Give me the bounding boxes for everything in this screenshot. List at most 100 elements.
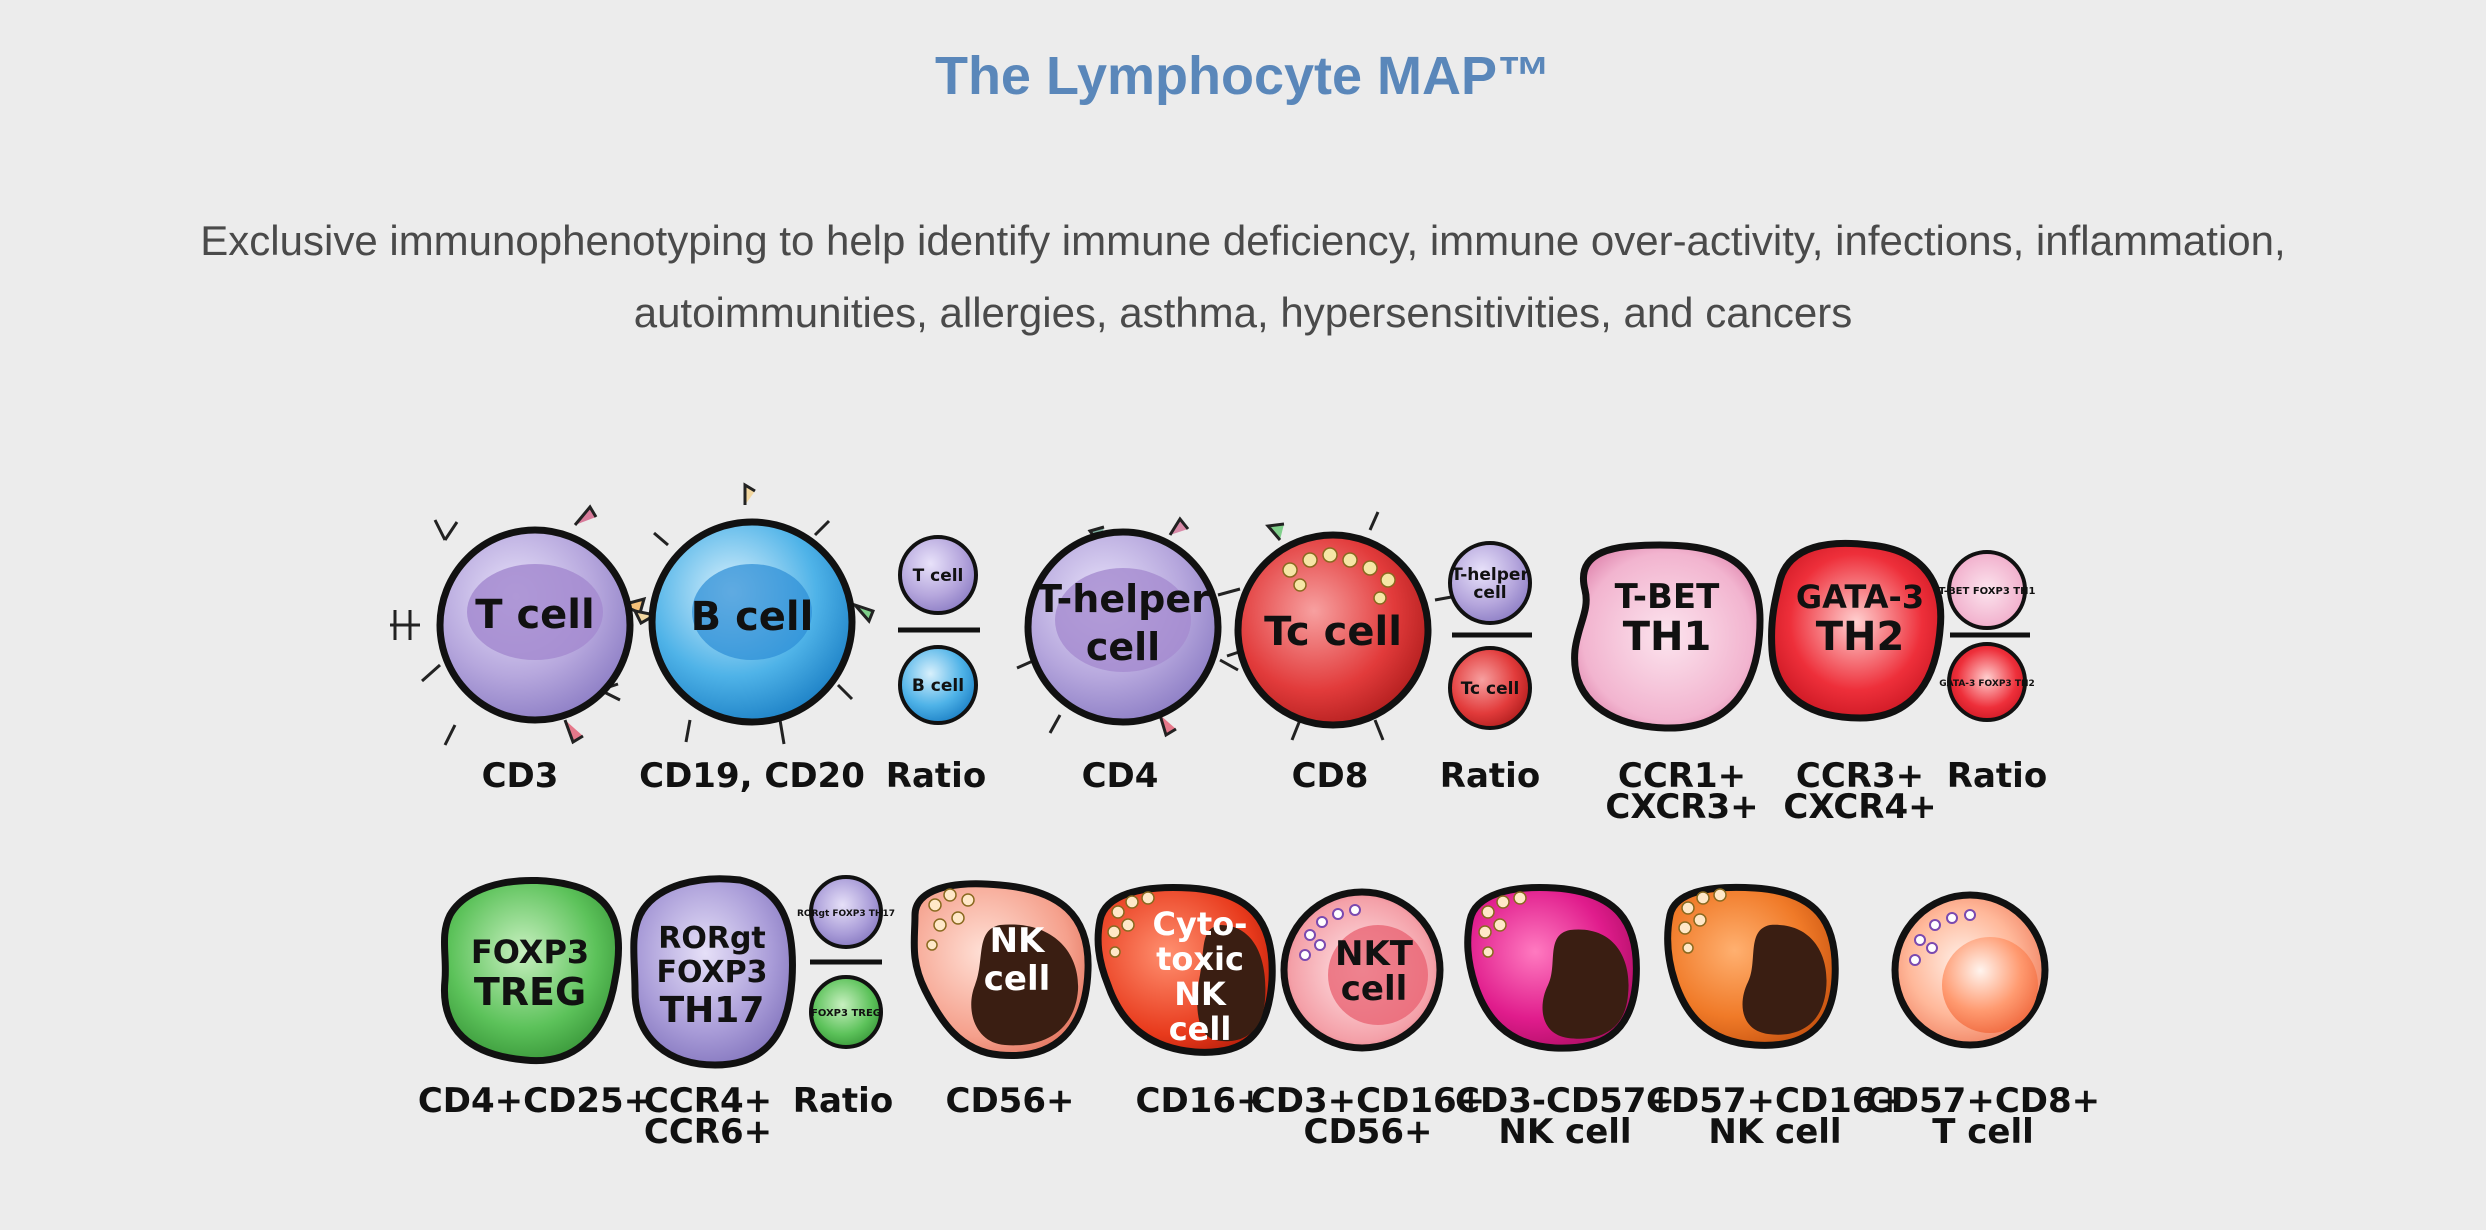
small-t-helper-label-2: cell (1473, 583, 1506, 603)
granules (1107, 891, 1155, 958)
caption-ccr4: CCR4+ (644, 1081, 772, 1121)
cd57-nk-orange-cell-diagram: CD57+CD16+ NK cell (1646, 883, 1904, 1152)
small-th1-label: T-BET FOXP3 TH1 (1939, 586, 2036, 597)
subtitle-line-2: autoimmunities, allergies, asthma, hyper… (633, 289, 1853, 336)
nk-label-1: NK (990, 921, 1046, 961)
t-helper-label-1: T-helper (1036, 577, 1210, 621)
nkt-cell-diagram: NKT cell CD3+CD16+ CD56+ (1251, 888, 1485, 1152)
caption-cxcr3: CXCR3+ (1605, 787, 1758, 827)
treg-cell-diagram: FOXP3 TREG CD4+CD25+ (418, 877, 652, 1121)
treg-membrane (440, 877, 623, 1065)
cyto-label-4: cell (1169, 1010, 1232, 1048)
caption-cd57-cd16: CD57+CD16+ (1646, 1081, 1904, 1121)
caption-cd56-b: CD56+ (1304, 1112, 1433, 1152)
small-t-cell-label: T cell (913, 566, 964, 586)
cyto-label-2: toxic (1156, 940, 1244, 978)
granules (1282, 547, 1396, 605)
granules (1909, 909, 1976, 966)
small-treg-label: FOXP3 TREG (811, 1008, 881, 1019)
small-b-cell (898, 645, 978, 725)
caption-cd3: CD3 (482, 756, 559, 796)
nkt-nucleus (1328, 925, 1428, 1025)
th17-label-3: TH17 (660, 990, 765, 1031)
nkt-label-1: NKT (1335, 934, 1414, 974)
nk-cell-diagram: NK cell CD56+ (910, 880, 1092, 1121)
caption-cd16: CD16+ (1136, 1081, 1265, 1121)
th17-membrane (630, 875, 796, 1069)
caption-ratio-3: Ratio (1947, 756, 2047, 796)
small-t-helper-label-1: T-helper (1451, 565, 1529, 585)
ratio-t-b-diagram: T cell B cell Ratio (886, 535, 986, 796)
b-cell-label: B cell (691, 594, 814, 640)
caption-ratio-2: Ratio (1440, 756, 1540, 796)
granules (1678, 888, 1727, 954)
cd57-nk-magenta-cell-diagram: CD3-CD57+ NK cell (1455, 884, 1675, 1152)
caption-cd56: CD56+ (946, 1081, 1075, 1121)
th2-membrane (1768, 539, 1945, 722)
small-b-cell-label: B cell (912, 676, 964, 696)
caption-cd4: CD4 (1082, 756, 1159, 796)
orange-nucleus (1742, 924, 1827, 1035)
caption-nk-cell-2: NK cell (1708, 1112, 1841, 1152)
nkt-label-2: cell (1341, 969, 1408, 1009)
cyto-label-3: NK (1174, 975, 1227, 1013)
receptor-icons (390, 504, 647, 746)
small-t-cell (898, 535, 978, 615)
caption-t-cell: T cell (1932, 1112, 2034, 1152)
subtitle-line-1: Exclusive immunophenotyping to help iden… (200, 217, 2286, 264)
granules (926, 888, 975, 951)
tc-cell-diagram: Tc cell CD8 (1226, 511, 1458, 796)
cd57-cd8-t-cell-diagram: CD57+CD8+ T cell (1866, 891, 2100, 1152)
caption-ratio-4: Ratio (793, 1081, 893, 1121)
peach-nucleus (1942, 937, 2038, 1033)
small-th17-cell (809, 875, 883, 949)
caption-cd4-cd25: CD4+CD25+ (418, 1081, 652, 1121)
small-t-helper-cell (1448, 541, 1532, 625)
th1-cell-diagram: T-BET TH1 CCR1+ CXCR3+ (1571, 541, 1764, 827)
caption-ccr1: CCR1+ (1618, 756, 1746, 796)
t-helper-nucleus (1055, 568, 1191, 672)
caption-ccr3: CCR3+ (1796, 756, 1924, 796)
th2-label-1: GATA-3 (1796, 578, 1924, 616)
caption-ratio-1: Ratio (886, 756, 986, 796)
th1-label-1: T-BET (1615, 577, 1720, 617)
b-cell-nucleus (692, 564, 812, 660)
b-cell-diagram: B cell CD19, CD20 (632, 482, 875, 796)
nk-nucleus (971, 924, 1079, 1046)
treg-label-2: TREG (474, 970, 586, 1014)
granules (1299, 904, 1361, 961)
ratio-th1-th2-diagram: T-BET FOXP3 TH1 GATA-3 FOXP3 TH2 Ratio (1939, 550, 2047, 796)
page-subtitle: Exclusive immunophenotyping to help iden… (130, 205, 2356, 349)
granules (1478, 891, 1527, 958)
t-cell-nucleus (467, 564, 603, 660)
caption-nk-cell-1: NK cell (1498, 1112, 1631, 1152)
small-tc-cell (1448, 646, 1532, 730)
page-title: The Lymphocyte MAP™ (934, 46, 1552, 106)
caption-cd3neg-cd57: CD3-CD57+ (1455, 1081, 1675, 1121)
t-cell-label: T cell (475, 592, 594, 638)
treg-label-1: FOXP3 (471, 933, 589, 971)
small-th2-cell (1947, 642, 2027, 722)
tc-cell-label: Tc cell (1264, 609, 1402, 655)
th17-cell-diagram: RORgt FOXP3 TH17 CCR4+ CCR6+ (630, 875, 796, 1152)
th17-label-2: FOXP3 (657, 955, 768, 990)
th17-label-1: RORgt (658, 921, 766, 956)
small-th2-label: GATA-3 FOXP3 TH2 (1939, 679, 2035, 689)
caption-cd8: CD8 (1292, 756, 1369, 796)
ratio-th17-treg-diagram: RORgt FOXP3 TH17 FOXP3 TREG Ratio (793, 875, 895, 1121)
t-cell-diagram: T cell CD3 (390, 504, 647, 796)
cyto-label-1: Cyto- (1153, 905, 1248, 943)
t-helper-cell-diagram: T-helper cell CD4 (1016, 516, 1241, 796)
th1-label-2: TH1 (1623, 614, 1712, 660)
th1-membrane (1571, 541, 1764, 732)
th2-cell-diagram: GATA-3 TH2 CCR3+ CXCR4+ (1768, 539, 1945, 827)
cyto-nucleus (1197, 925, 1266, 1042)
small-treg-cell (809, 975, 883, 1049)
ratio-thelper-tc-diagram: T-helper cell Tc cell Ratio (1440, 541, 1540, 796)
caption-ccr6: CCR6+ (644, 1112, 772, 1152)
caption-cd19-cd20: CD19, CD20 (639, 756, 865, 796)
small-th17-label: RORgt FOXP3 TH17 (797, 909, 895, 919)
small-tc-cell-label: Tc cell (1461, 679, 1520, 699)
cytotoxic-nk-cell-diagram: Cyto- toxic NK cell CD16+ (1094, 884, 1276, 1121)
